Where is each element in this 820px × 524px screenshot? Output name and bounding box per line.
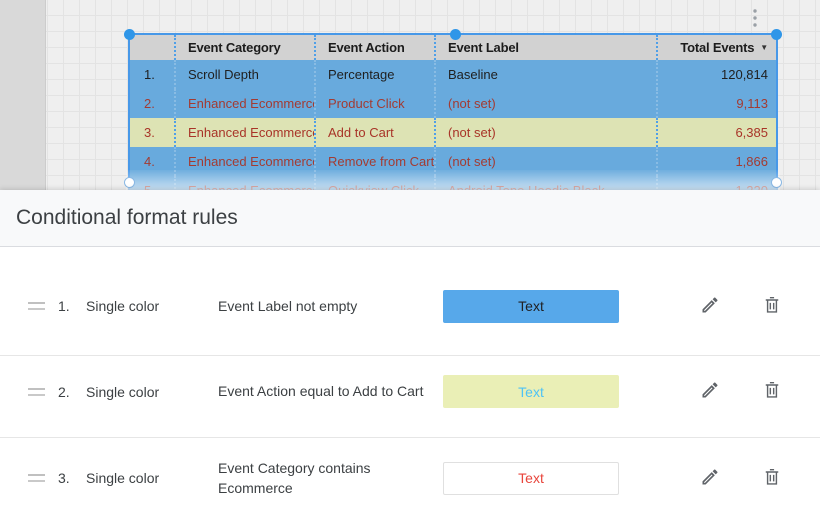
rule-row[interactable]: 2. Single color Event Action equal to Ad… [0, 355, 820, 437]
table-cell: Baseline [434, 60, 656, 89]
table-cell: Enhanced Ecommerce [174, 147, 314, 176]
canvas-left-gutter [0, 0, 46, 190]
table-cell: 4. [144, 154, 155, 169]
trash-icon [762, 467, 782, 490]
edit-rule-button[interactable] [699, 467, 721, 489]
resize-handle-right[interactable] [771, 177, 782, 188]
table-cell: Product Click [314, 89, 434, 118]
rule-number: 1. [58, 298, 70, 314]
table-cell: (not set) [434, 118, 656, 147]
column-header[interactable]: Event Category [174, 35, 314, 60]
table-cell: (not set) [434, 89, 656, 118]
rules-list: 1. Single color Event Label not empty Te… [0, 247, 820, 524]
table-cell: Enhanced Ecommerce [174, 89, 314, 118]
resize-handle-top-right[interactable] [771, 29, 782, 40]
rule-type: Single color [86, 298, 160, 314]
drag-handle-icon[interactable] [28, 474, 45, 482]
delete-rule-button[interactable] [761, 467, 783, 489]
rule-number: 2. [58, 383, 70, 400]
edit-rule-button[interactable] [699, 295, 721, 317]
delete-rule-button[interactable] [761, 381, 783, 403]
panel-shadow-fade [126, 170, 780, 190]
rule-color-swatch: Text [443, 289, 619, 323]
pencil-icon [700, 467, 720, 490]
conditional-format-panel: Conditional format rules 1. Single color… [0, 190, 820, 524]
rule-color-swatch: Text [443, 461, 619, 495]
edit-rule-button[interactable] [699, 381, 721, 403]
pencil-icon [700, 295, 720, 318]
table-cell: 1,866 [656, 147, 776, 176]
resize-handle-top-center[interactable] [450, 29, 461, 40]
column-header[interactable]: Event Label [434, 35, 656, 60]
table-cell: Remove from Cart [314, 147, 434, 176]
delete-rule-button[interactable] [761, 295, 783, 317]
table-cell: 120,814 [656, 60, 776, 89]
trash-icon [762, 380, 782, 403]
resize-handle-left[interactable] [124, 177, 135, 188]
drag-handle-icon[interactable] [28, 302, 45, 310]
table-cell: (not set) [434, 147, 656, 176]
pencil-icon [700, 380, 720, 403]
table-cell: Enhanced Ecommerce [174, 118, 314, 147]
drag-handle-icon[interactable] [28, 387, 45, 396]
panel-header: Conditional format rules [0, 190, 820, 247]
kebab-menu-icon[interactable] [749, 6, 761, 30]
rule-color-swatch: Text [443, 375, 619, 408]
trash-icon [762, 295, 782, 318]
sort-desc-icon: ▼ [760, 43, 768, 52]
table-cell: 6,385 [656, 118, 776, 147]
column-header[interactable]: Event Action [314, 35, 434, 60]
table-cell: 2. [144, 96, 155, 111]
panel-title: Conditional format rules [16, 206, 238, 229]
column-header[interactable]: Total Events▼ [656, 35, 776, 60]
table-cell: 1. [144, 67, 155, 82]
rule-type: Single color [86, 383, 160, 400]
table-cell: 9,113 [656, 89, 776, 118]
rule-condition: Event Label not empty [218, 297, 358, 314]
rule-row[interactable]: 1. Single color Event Label not empty Te… [0, 247, 820, 355]
table-cell: Percentage [314, 60, 434, 89]
table-cell: Scroll Depth [174, 60, 314, 89]
resize-handle-top-left[interactable] [124, 29, 135, 40]
rule-condition: Event Action equal to Add to Cart [218, 383, 424, 400]
rule-number: 3. [58, 470, 70, 486]
table-cell: 3. [144, 125, 155, 140]
column-header[interactable] [130, 35, 174, 60]
rule-type: Single color [86, 470, 160, 486]
table-cell: Add to Cart [314, 118, 434, 147]
